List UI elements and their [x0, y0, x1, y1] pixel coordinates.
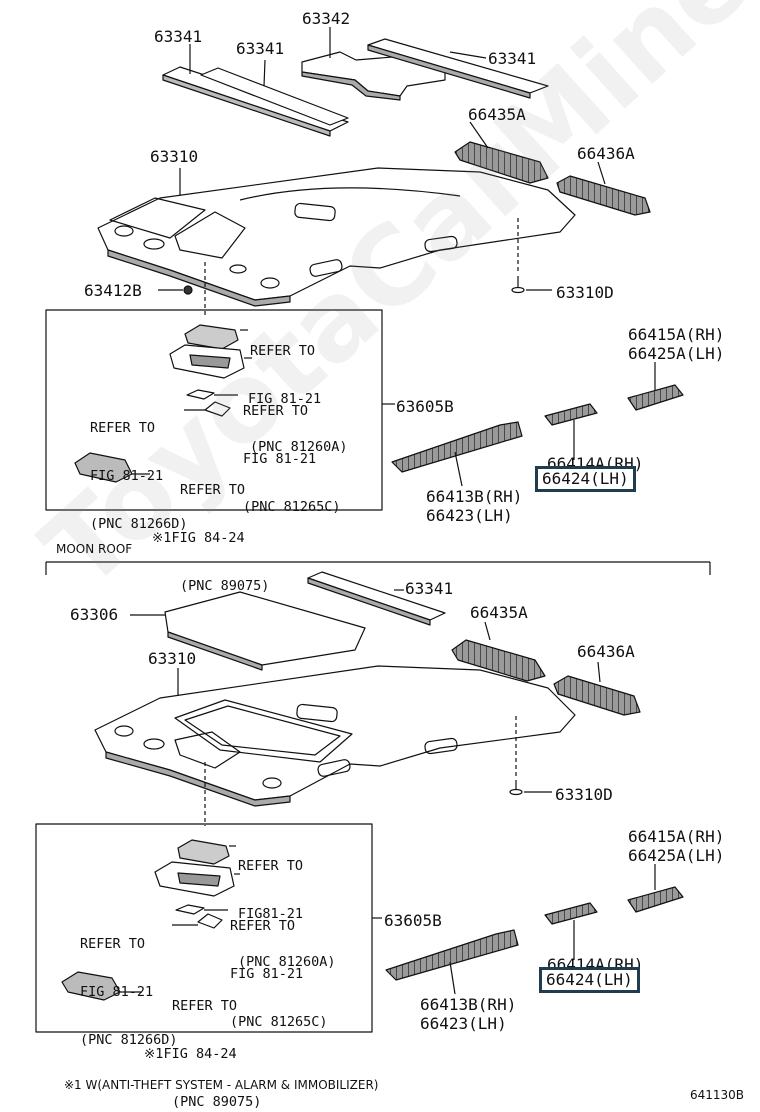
- label-63341-mid: 63341: [236, 39, 285, 58]
- ref-note-top-2: REFER TO FIG 81-21 (PNC 81265C): [243, 371, 341, 547]
- footnote: ※1 W(ANTI-THEFT SYSTEM - ALARM & IMMOBIL…: [64, 1078, 379, 1092]
- part-66436A-bottom: [553, 675, 641, 716]
- label-66415A-top: 66415A(RH): [628, 325, 725, 344]
- ref-note-top-3: REFER TO FIG 81-21 (PNC 81266D): [90, 388, 188, 564]
- ref-line: REFER TO: [172, 998, 238, 1014]
- label-66435A-top: 66435A: [468, 105, 526, 124]
- label-66413B-bottom: 66413B(RH): [420, 995, 517, 1014]
- pad-63341-right: [367, 38, 549, 99]
- section-label-moon-roof: MOON ROOF: [56, 542, 133, 556]
- label-66425A-top: 66425A(LH): [628, 344, 725, 363]
- label-63605B-bottom: 63605B: [384, 911, 442, 930]
- part-66435A-bottom: [451, 639, 546, 682]
- pad-63342: [301, 51, 446, 101]
- label-66424-top-highlight: 66424(LH): [535, 466, 636, 492]
- label-66436A-top: 66436A: [577, 144, 635, 163]
- ref-line: (PNC 81260A): [250, 439, 348, 455]
- label-66415A-bottom: 66415A(RH): [628, 827, 725, 846]
- ref-note-bottom-1: REFER TO FIG81-21 (PNC 81260A): [238, 826, 336, 1002]
- pad-63341-mid: [200, 67, 349, 126]
- figure-id: 641130B: [690, 1088, 745, 1102]
- ref-line: ※1FIG 84-24: [152, 530, 245, 546]
- ref-line: (PNC 81265C): [243, 499, 341, 515]
- part-66415A-top: [627, 384, 684, 411]
- ref-note-top-4: REFER TO ※1FIG 84-24 (PNC 89075): [152, 450, 269, 626]
- ref-line: ※1FIG 84-24: [144, 1046, 237, 1062]
- sunshade-63306: [164, 591, 366, 671]
- label-66425A-bottom: 66425A(LH): [628, 846, 725, 865]
- ref-line: (PNC 81266D): [80, 1032, 178, 1048]
- headliner-63310-bottom: [94, 665, 576, 807]
- map-lamp-bottom: [154, 839, 235, 929]
- ref-line: FIG 81-21: [243, 451, 317, 467]
- label-66423-top: 66423(LH): [426, 506, 513, 525]
- label-63605B-top: 63605B: [396, 397, 454, 416]
- label-63342: 63342: [302, 9, 351, 28]
- clip-63412B: [183, 285, 193, 295]
- screw-63310D-top: [511, 276, 525, 294]
- ref-line: FIG 81-21: [90, 468, 164, 484]
- part-66435A-top: [454, 141, 549, 184]
- ref-line: REFER TO: [243, 403, 309, 419]
- ref-note-bottom-3: REFER TO FIG 81-21 (PNC 81266D): [80, 904, 178, 1080]
- inset-box-bottom: [35, 823, 373, 1033]
- map-lamp-top: [169, 324, 245, 417]
- ref-note-bottom-2: REFER TO FIG 81-21 (PNC 81265C): [230, 886, 328, 1062]
- label-66424-bottom-highlight: 66424(LH): [539, 967, 640, 993]
- ref-line: FIG 81-21: [248, 391, 322, 407]
- label-66423-bottom: 66423(LH): [420, 1014, 507, 1033]
- ref-line: REFER TO: [80, 936, 146, 952]
- label-63310-bottom: 63310: [148, 649, 197, 668]
- ref-line: REFER TO: [238, 858, 304, 874]
- ref-note-top-1: REFER TO FIG 81-21 (PNC 81260A): [248, 311, 348, 487]
- label-63310D-top: 63310D: [556, 283, 614, 302]
- ref-line: REFER TO: [230, 918, 296, 934]
- part-66415A-bottom: [627, 886, 684, 913]
- pad-63341-bottom: [307, 571, 446, 626]
- ref-line: (PNC 89075): [180, 578, 270, 594]
- ref-line: (PNC 81260A): [238, 954, 336, 970]
- part-66413B-top: [391, 421, 523, 473]
- label-66435A-bottom: 66435A: [470, 603, 528, 622]
- ref-line: (PNC 81266D): [90, 516, 188, 532]
- label-63341-right: 63341: [488, 49, 537, 68]
- label-63341-left: 63341: [154, 27, 203, 46]
- ref-line: FIG81-21: [238, 906, 304, 922]
- pad-63341-left: [162, 66, 349, 137]
- label-63310D-bottom: 63310D: [555, 785, 613, 804]
- label-63306: 63306: [70, 605, 119, 624]
- screw-63310D-bottom: [509, 780, 523, 796]
- ref-line: (PNC 81265C): [230, 1014, 328, 1030]
- label-63310-top: 63310: [150, 147, 199, 166]
- inset-box-top: [45, 309, 383, 511]
- part-66414A-bottom: [544, 902, 598, 925]
- ref-note-bottom-4: REFER TO ※1FIG 84-24 (PNC 89075): [144, 966, 261, 1112]
- ref-line: FIG 81-21: [230, 966, 304, 982]
- part-66413B-bottom: [385, 929, 519, 981]
- part-66436A-top: [556, 175, 651, 216]
- label-66413B-top: 66413B(RH): [426, 487, 523, 506]
- ref-line: REFER TO: [250, 343, 316, 359]
- label-63412B: 63412B: [84, 281, 142, 300]
- ref-line: FIG 81-21: [80, 984, 154, 1000]
- part-66414A-top: [544, 403, 598, 426]
- label-63341-bottom: 63341: [405, 579, 454, 598]
- ref-line: REFER TO: [180, 482, 246, 498]
- ref-line: (PNC 89075): [172, 1094, 262, 1110]
- label-66436A-bottom: 66436A: [577, 642, 635, 661]
- headliner-63310-top: [97, 167, 576, 307]
- ref-line: REFER TO: [90, 420, 156, 436]
